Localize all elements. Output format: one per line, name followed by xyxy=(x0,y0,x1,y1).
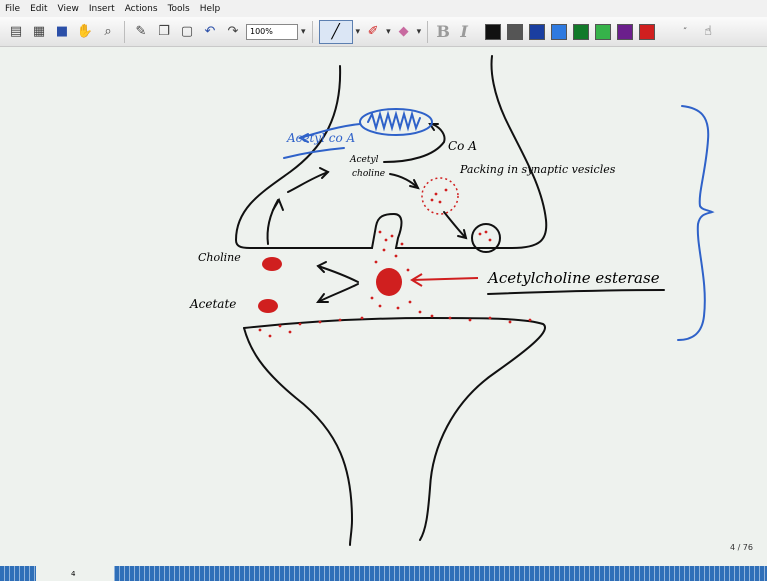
label-enzyme: Acetylcholine esterase xyxy=(488,269,660,287)
toolbar-divider xyxy=(312,21,313,43)
menu-file[interactable]: File xyxy=(0,4,25,14)
mitochondrion-cristae xyxy=(368,114,420,128)
color-swatch[interactable] xyxy=(551,24,567,40)
chevron-down-icon[interactable]: ▾ xyxy=(356,27,361,37)
left-arrow-upper xyxy=(318,266,358,282)
menu-bar: File Edit View Insert Actions Tools Help xyxy=(0,0,767,17)
insert-page-icon[interactable]: ▦ xyxy=(29,22,49,42)
search-icon[interactable]: ⌕ xyxy=(98,22,118,42)
pan-icon[interactable]: ✋ xyxy=(75,22,95,42)
synapse-drawing xyxy=(0,47,767,561)
toolbar: ▤ ▦ ■ ✋ ⌕ ✎ ❐ ▢ ↶ ↷ 100% ▾ ╱ ▾ ✐ ▾ ◆ ▾ B… xyxy=(0,17,767,47)
chevron-down-icon[interactable]: ▾ xyxy=(417,27,422,37)
label-packing: Packing in synaptic vesicles xyxy=(460,163,615,176)
color-palette xyxy=(482,24,658,40)
color-swatch[interactable] xyxy=(595,24,611,40)
undo-icon[interactable]: ↶ xyxy=(200,22,220,42)
brace-right xyxy=(678,106,712,340)
more-options-icon[interactable]: ″ xyxy=(675,22,695,42)
italic-button[interactable]: I xyxy=(455,22,473,41)
copy-icon[interactable]: ❐ xyxy=(154,22,174,42)
enzyme-underline xyxy=(488,290,664,294)
color-swatch[interactable] xyxy=(573,24,589,40)
label-acetyl-coa: Acetyl co A xyxy=(287,131,355,145)
label-choline: Choline xyxy=(198,251,241,264)
chevron-down-icon[interactable]: ▾ xyxy=(301,27,306,37)
hand-tool-icon[interactable]: ☝ xyxy=(698,22,718,42)
page-indicator: 4 / 76 xyxy=(730,543,753,552)
menu-tools[interactable]: Tools xyxy=(163,4,195,14)
toolbar-divider xyxy=(124,21,125,43)
color-swatch[interactable] xyxy=(529,24,545,40)
neurotransmitter-dots xyxy=(259,189,532,338)
highlighter-icon[interactable]: ✐ xyxy=(363,22,383,42)
select-icon[interactable]: ✎ xyxy=(131,22,151,42)
color-swatch[interactable] xyxy=(617,24,633,40)
bold-button[interactable]: B xyxy=(434,22,452,41)
paste-icon[interactable]: ▢ xyxy=(177,22,197,42)
label-choline-small: choline xyxy=(352,169,385,179)
choline-molecule xyxy=(262,257,282,271)
eraser-icon[interactable]: ◆ xyxy=(394,22,414,42)
chevron-down-icon[interactable]: ▾ xyxy=(386,27,391,37)
menu-view[interactable]: View xyxy=(53,4,84,14)
menu-edit[interactable]: Edit xyxy=(25,4,52,14)
acetyl-up-arrow xyxy=(288,172,328,192)
color-swatch[interactable] xyxy=(639,24,655,40)
redo-icon[interactable]: ↷ xyxy=(223,22,243,42)
zoom-select[interactable]: 100% xyxy=(246,24,298,40)
page-navigation-bar[interactable]: 4 xyxy=(0,566,767,581)
left-arrow-lower xyxy=(318,284,358,302)
postsynaptic-left-edge xyxy=(244,328,352,545)
acetate-molecule xyxy=(258,299,278,313)
label-acetyl: Acetyl xyxy=(350,155,378,165)
postsynaptic-terminal-outline xyxy=(244,318,545,540)
color-swatch[interactable] xyxy=(485,24,501,40)
menu-insert[interactable]: Insert xyxy=(84,4,120,14)
synaptic-vesicle xyxy=(422,178,458,214)
to-release-arrow xyxy=(444,212,466,238)
current-page-box: 4 xyxy=(36,566,114,581)
menu-actions[interactable]: Actions xyxy=(120,4,163,14)
color-swatch[interactable] xyxy=(507,24,523,40)
pen-tool-button[interactable]: ╱ xyxy=(319,20,353,44)
choline-to-acetyl-arrow xyxy=(267,200,278,244)
enzyme-blob xyxy=(376,268,402,296)
coa-bracket-line xyxy=(384,124,445,162)
save-icon[interactable]: ■ xyxy=(52,22,72,42)
toolbar-divider xyxy=(427,21,428,43)
label-coa: Co A xyxy=(448,139,477,153)
label-acetate: Acetate xyxy=(190,297,236,311)
new-page-icon[interactable]: ▤ xyxy=(6,22,26,42)
presynaptic-terminal-outline xyxy=(236,56,546,248)
whiteboard-canvas[interactable]: Acetyl co A Co A Acetyl choline Packing … xyxy=(0,47,767,561)
menu-help[interactable]: Help xyxy=(195,4,226,14)
